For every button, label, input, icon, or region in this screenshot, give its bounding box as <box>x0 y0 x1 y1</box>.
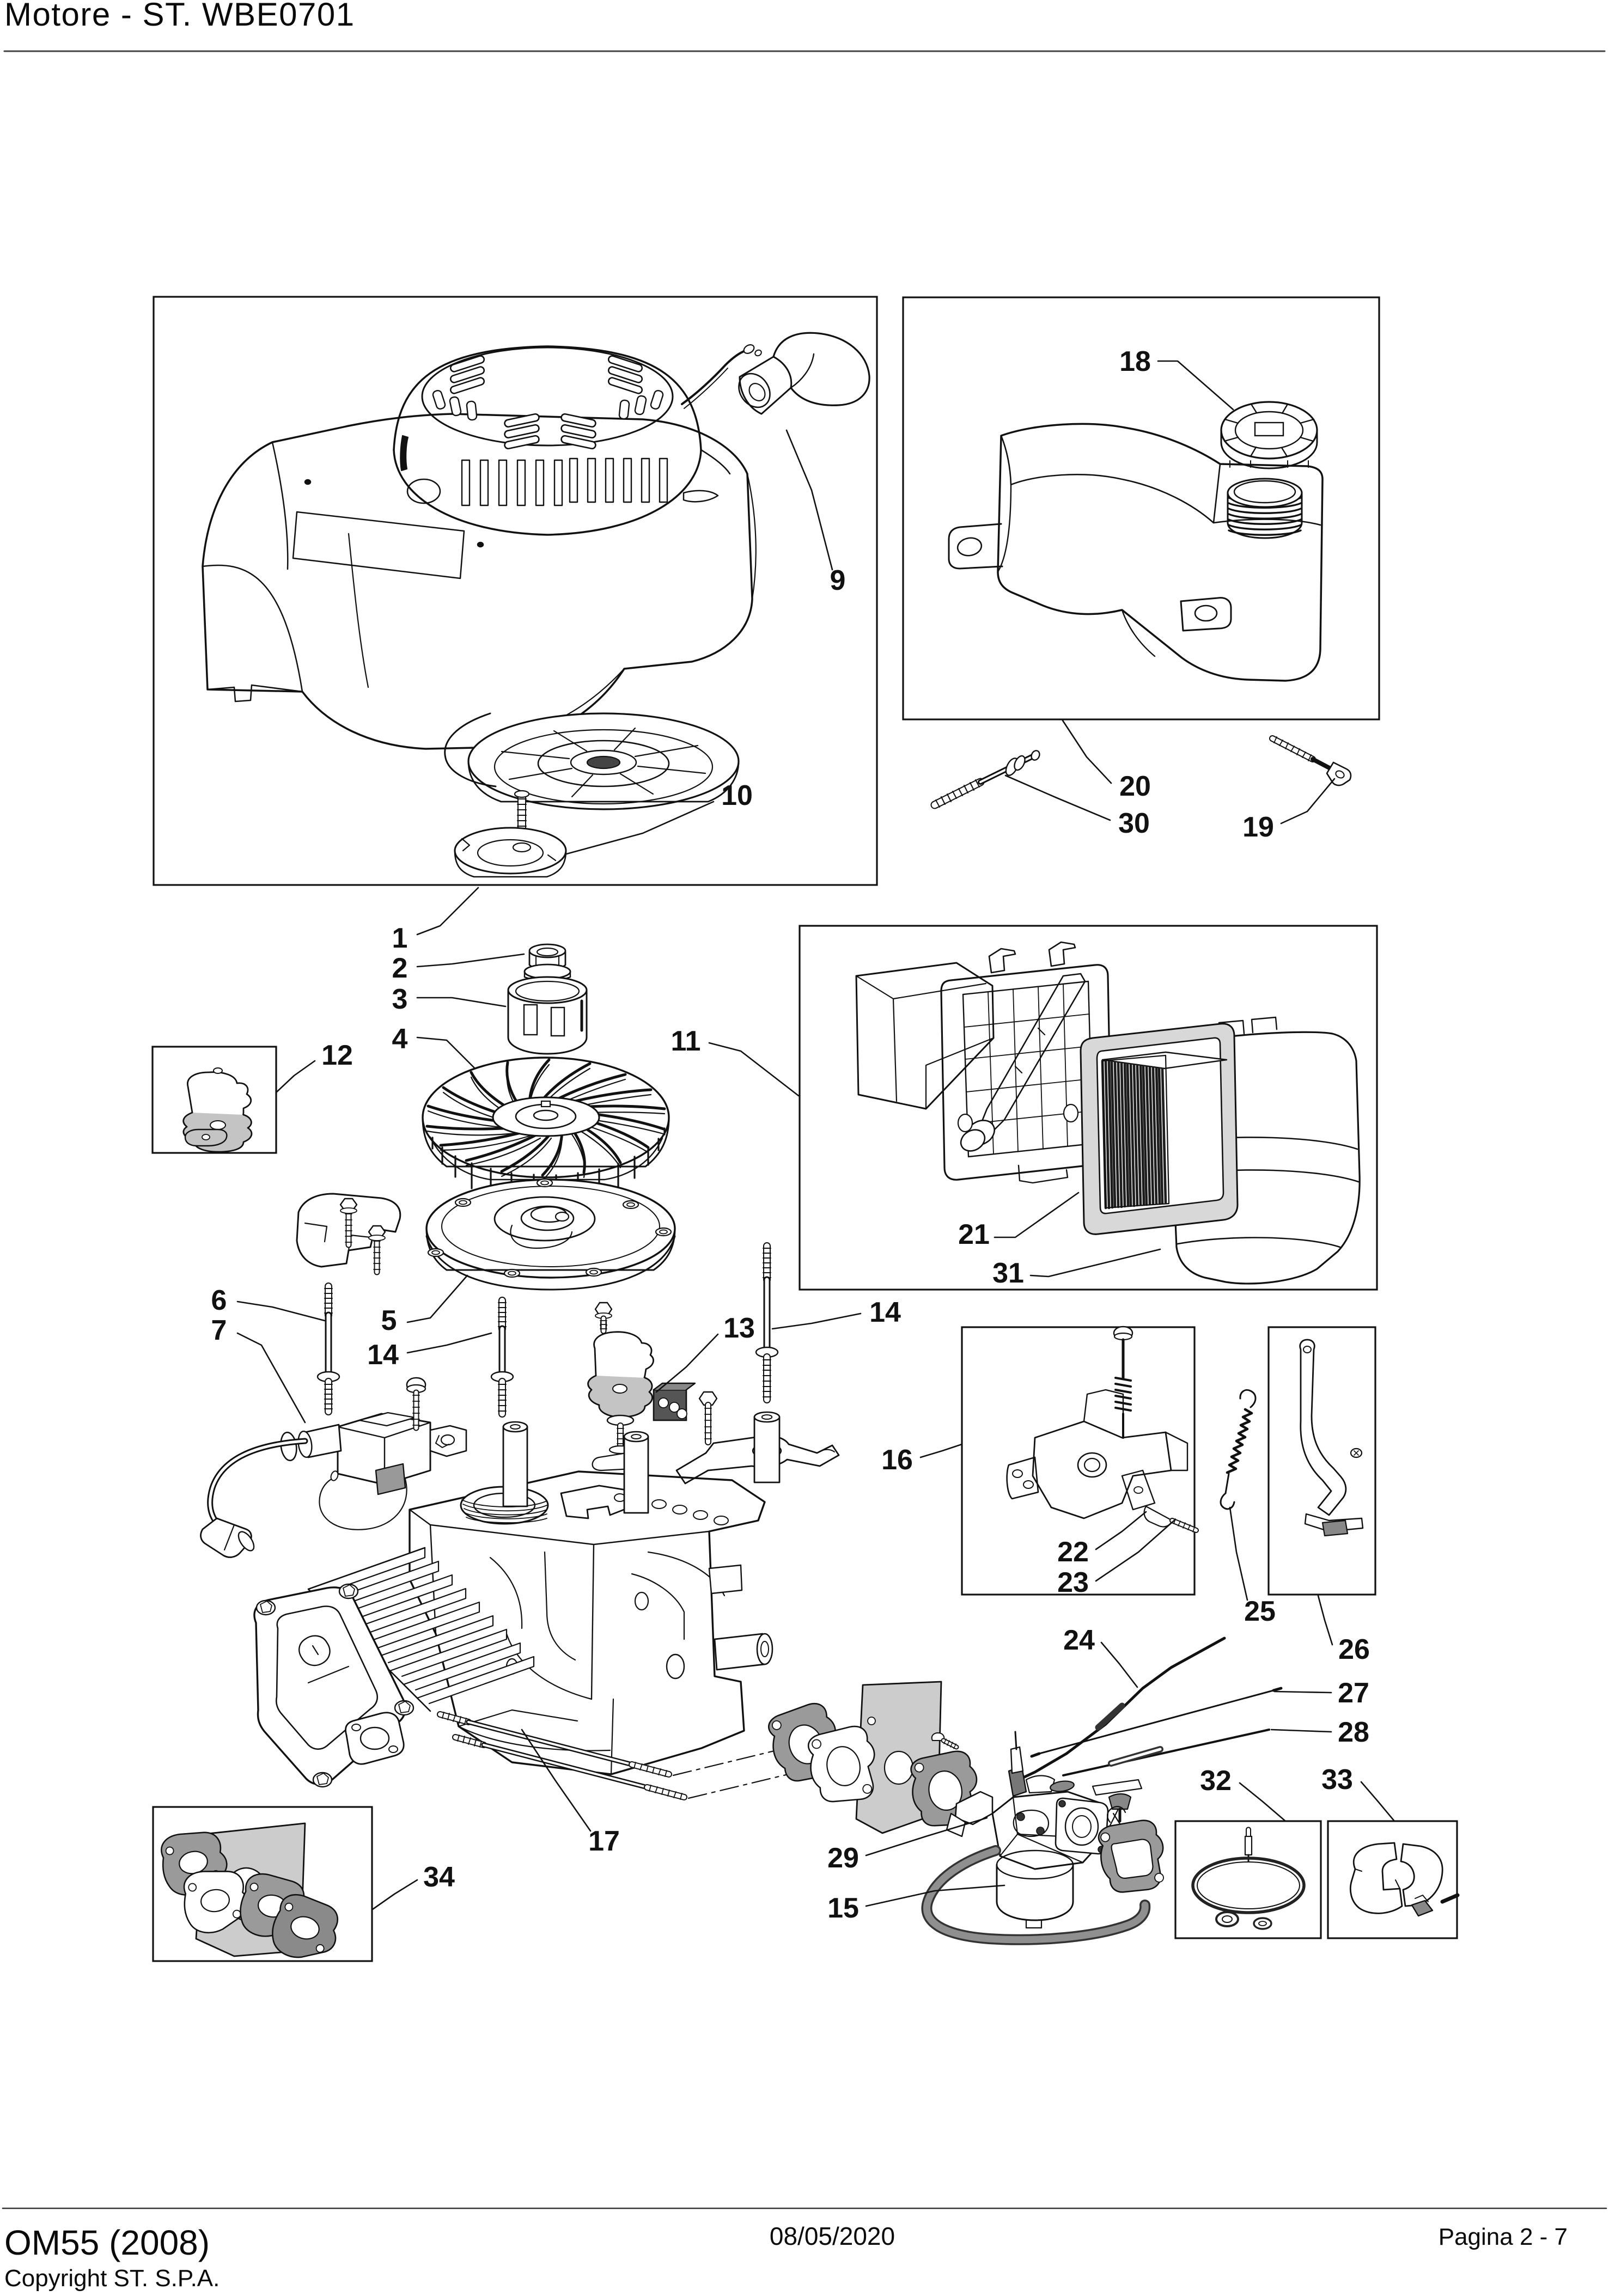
svg-text:16: 16 <box>881 1444 913 1476</box>
svg-text:29: 29 <box>827 1842 859 1874</box>
svg-text:13: 13 <box>723 1312 755 1344</box>
svg-text:08/05/2020: 08/05/2020 <box>770 2222 895 2250</box>
svg-text:12: 12 <box>321 1040 353 1071</box>
svg-text:27: 27 <box>1338 1677 1369 1709</box>
svg-text:19: 19 <box>1242 811 1274 843</box>
svg-text:4: 4 <box>392 1023 408 1055</box>
svg-text:18: 18 <box>1119 346 1151 377</box>
svg-text:26: 26 <box>1338 1634 1370 1665</box>
svg-text:28: 28 <box>1338 1717 1369 1748</box>
svg-text:Copyright ST. S.P.A.: Copyright ST. S.P.A. <box>4 2265 220 2292</box>
svg-text:10: 10 <box>721 780 753 811</box>
svg-text:OM55 (2008): OM55 (2008) <box>4 2223 210 2262</box>
svg-text:Motore - ST. WBE0701: Motore - ST. WBE0701 <box>4 0 355 33</box>
svg-text:14: 14 <box>367 1339 399 1371</box>
svg-text:15: 15 <box>827 1892 859 1924</box>
svg-text:24: 24 <box>1063 1625 1095 1656</box>
svg-text:14: 14 <box>869 1297 901 1328</box>
svg-text:17: 17 <box>588 1825 620 1857</box>
svg-text:Pagina 2 - 7: Pagina 2 - 7 <box>1439 2224 1568 2250</box>
svg-text:7: 7 <box>211 1315 227 1346</box>
svg-text:20: 20 <box>1119 771 1151 802</box>
svg-text:1: 1 <box>392 923 408 954</box>
svg-text:30: 30 <box>1118 808 1150 839</box>
svg-text:33: 33 <box>1321 1764 1353 1796</box>
svg-text:23: 23 <box>1057 1567 1089 1598</box>
svg-text:32: 32 <box>1200 1765 1232 1797</box>
svg-text:22: 22 <box>1057 1536 1089 1568</box>
svg-text:3: 3 <box>392 984 408 1015</box>
svg-text:25: 25 <box>1244 1596 1276 1627</box>
svg-text:5: 5 <box>381 1305 397 1336</box>
svg-text:31: 31 <box>992 1257 1024 1289</box>
svg-text:6: 6 <box>211 1285 227 1316</box>
svg-text:2: 2 <box>392 952 408 984</box>
svg-text:21: 21 <box>958 1219 990 1250</box>
svg-text:11: 11 <box>671 1025 701 1057</box>
svg-text:34: 34 <box>423 1861 455 1893</box>
